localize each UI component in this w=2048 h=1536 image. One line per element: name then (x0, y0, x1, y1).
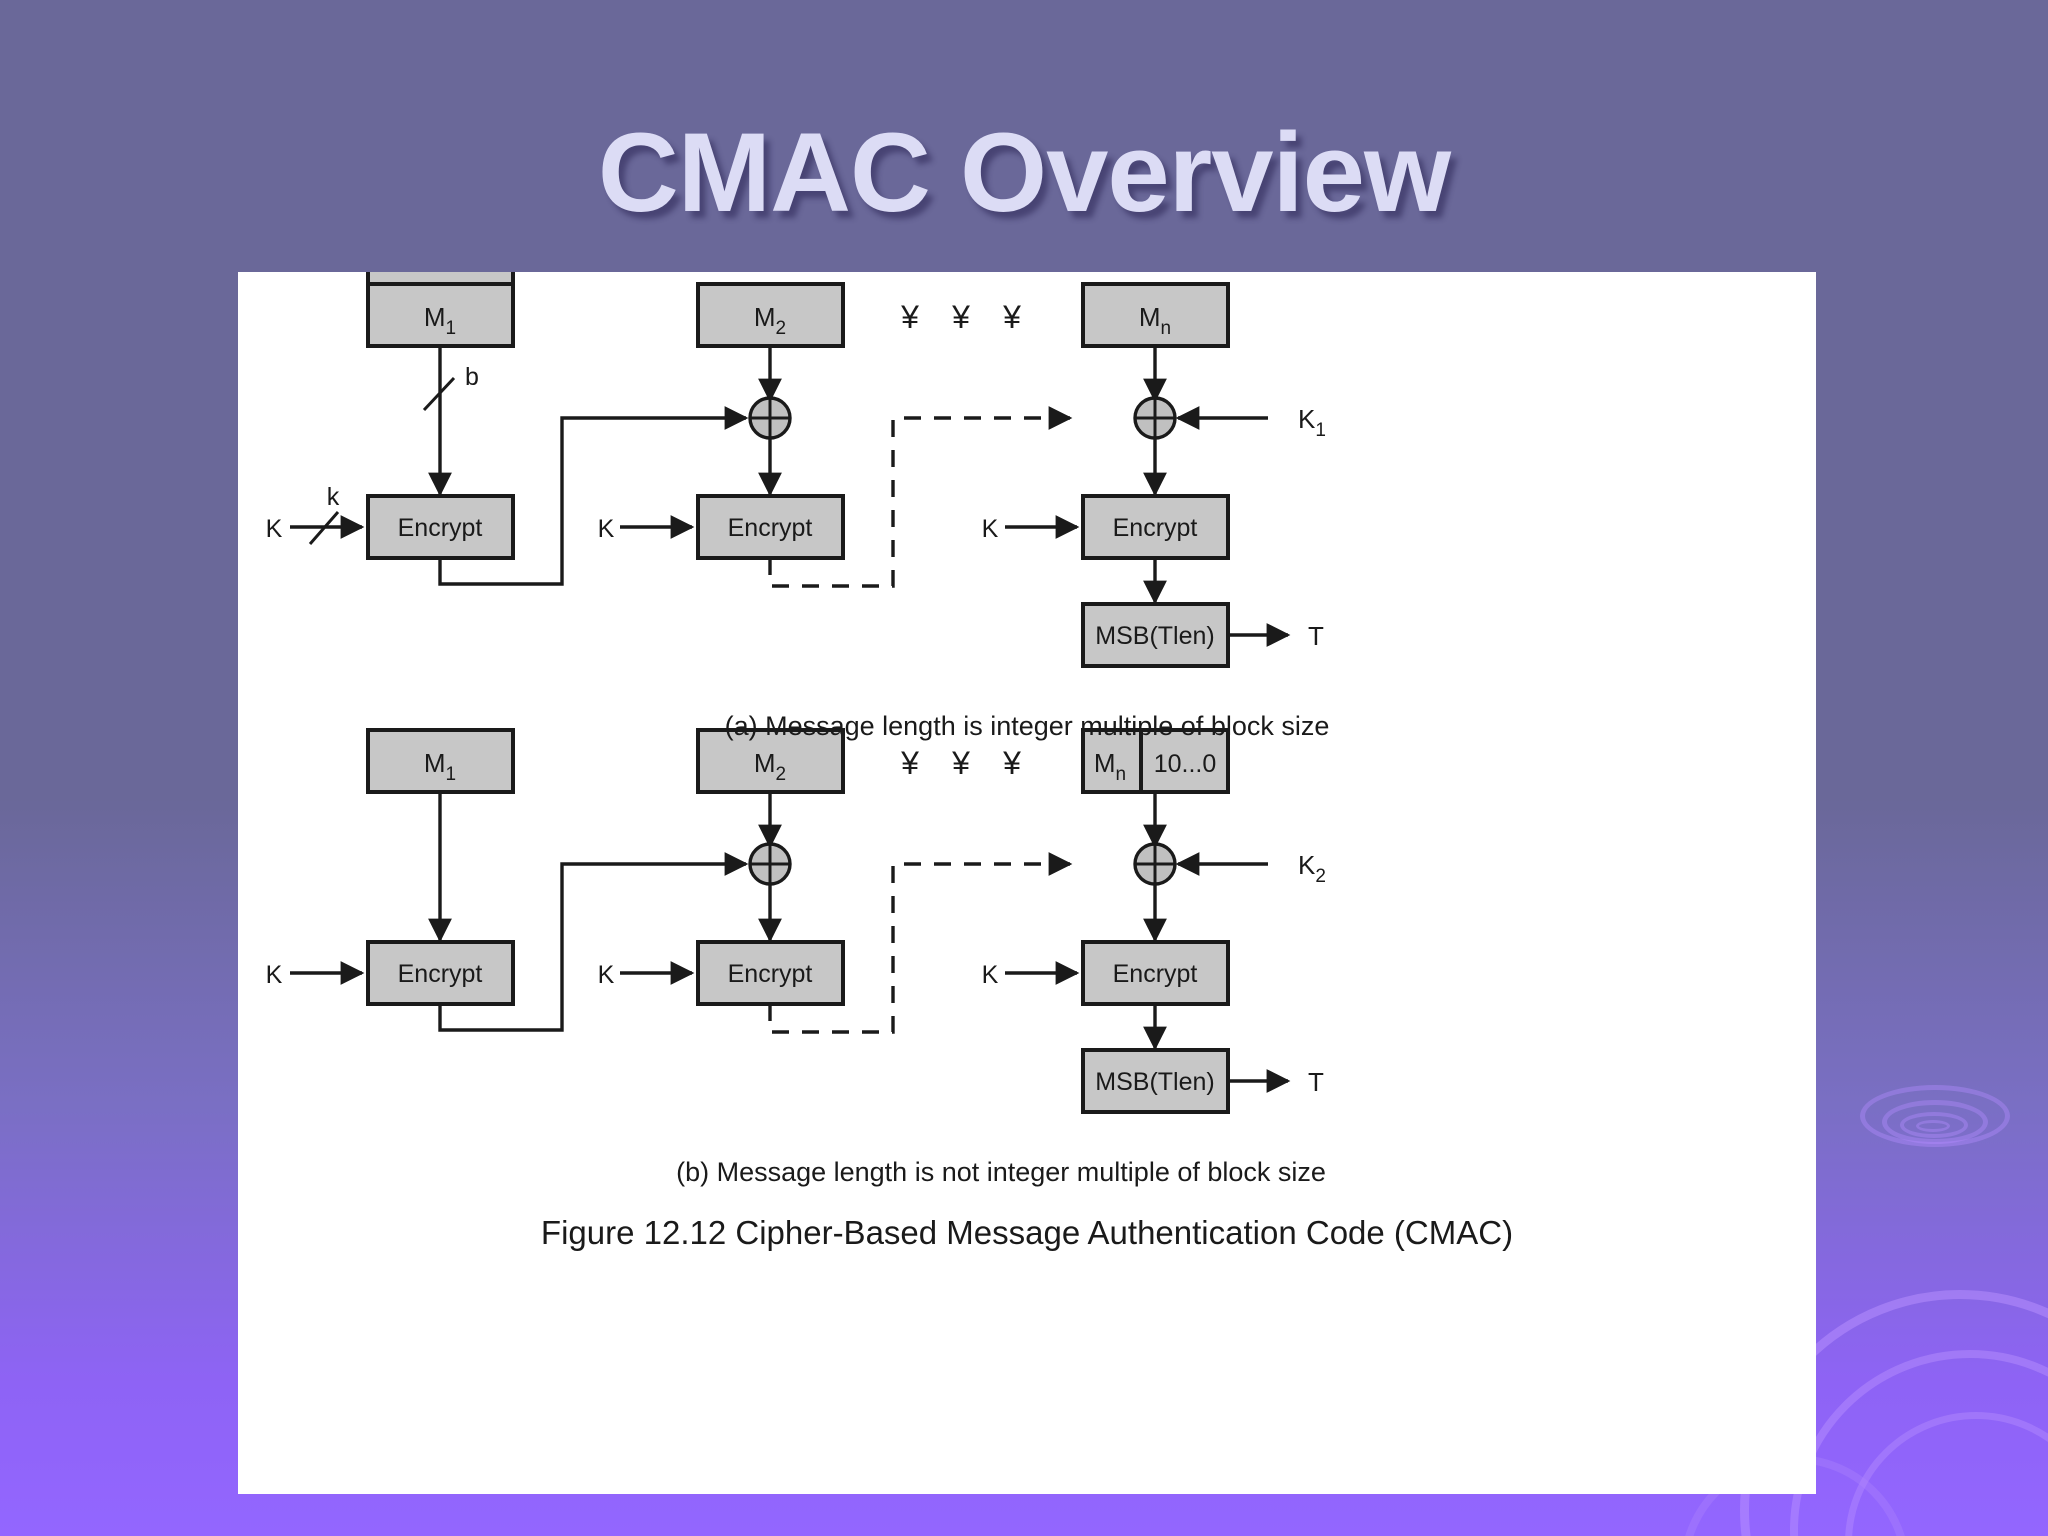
subkey-label-k1: K1 (1298, 404, 1326, 441)
ellipsis-glyph-icon: ¥ (900, 299, 919, 335)
figure-panel: M1 M2 Mn ¥ ¥ ¥ b k Encrypt Encrypt Encry… (238, 272, 1816, 1494)
block-label-m1: M1 (424, 748, 456, 785)
key-label: K (982, 515, 999, 543)
ripple-ellipse-icon (1916, 1120, 1950, 1132)
key-label: K (982, 961, 999, 989)
ellipsis-glyph-icon: ¥ (1002, 745, 1021, 781)
caption-panel-b: (b) Message length is not integer multip… (676, 1157, 1326, 1187)
encrypt-box-label: Encrypt (398, 514, 483, 542)
ellipsis-glyph-icon: ¥ (951, 745, 970, 781)
subkey-label-k2: K2 (1298, 850, 1326, 887)
key-label: K (598, 515, 615, 543)
block-label-m2: M2 (754, 748, 786, 785)
msb-box-label: MSB(Tlen) (1095, 622, 1214, 650)
block-label-mn: Mn (1139, 302, 1171, 339)
key-label: K (266, 515, 283, 543)
ripple-circle-icon (1845, 1412, 2048, 1536)
encrypt-box-label: Encrypt (1113, 960, 1198, 988)
tag-output-label: T (1308, 1067, 1324, 1097)
msb-box-label: MSB(Tlen) (1095, 1068, 1214, 1096)
key-label: K (598, 961, 615, 989)
ellipsis-glyph-icon: ¥ (1002, 299, 1021, 335)
encrypt-box-label: Encrypt (728, 960, 813, 988)
encrypt-box-label: Encrypt (398, 960, 483, 988)
block-size-label: b (465, 363, 479, 391)
ripple-ellipse-icon (1882, 1100, 1988, 1144)
padding-label: 10...0 (1154, 750, 1217, 778)
encrypt-box-label: Encrypt (1113, 514, 1198, 542)
key-size-label: k (327, 483, 340, 511)
ripple-ellipse-icon (1860, 1085, 2010, 1147)
ripple-circle-icon (1790, 1350, 2048, 1536)
ellipsis-glyph-icon: ¥ (951, 299, 970, 335)
page-title: CMAC Overview (597, 110, 1451, 235)
block-label-mn: Mn (1094, 748, 1126, 785)
ellipsis-glyph-icon: ¥ (900, 745, 919, 781)
caption-panel-a: (a) Message length is integer multiple o… (725, 711, 1330, 741)
key-label: K (266, 961, 283, 989)
figure-caption: Figure 12.12 Cipher-Based Message Authen… (541, 1214, 1513, 1251)
encrypt-box-label: Encrypt (728, 514, 813, 542)
tag-output-label: T (1308, 621, 1324, 651)
block-label-m1: M1 (424, 302, 456, 339)
block-label-m2: M2 (754, 302, 786, 339)
ripple-ellipse-icon (1900, 1112, 1968, 1138)
